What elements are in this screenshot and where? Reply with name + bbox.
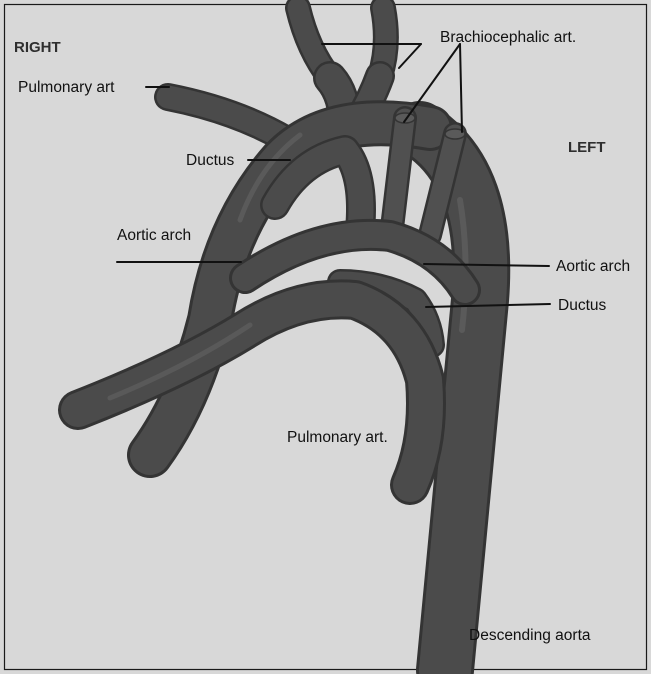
ductus-right-label: Ductus bbox=[186, 152, 234, 169]
pulmonary-artery-right-label: Pulmonary art bbox=[18, 79, 115, 96]
descending-aorta-label: Descending aorta bbox=[469, 627, 591, 644]
brachiocephalic-label: Brachiocephalic art. bbox=[440, 29, 576, 46]
right-orientation-label: RIGHT bbox=[14, 39, 61, 56]
aortic-arch-right-label: Aortic arch bbox=[117, 227, 191, 244]
aortic-arch-left-label: Aortic arch bbox=[556, 258, 630, 275]
left-orientation-label: LEFT bbox=[568, 139, 606, 156]
ductus-left-label: Ductus bbox=[558, 297, 606, 314]
pulmonary-artery-center-label: Pulmonary art. bbox=[287, 429, 388, 446]
